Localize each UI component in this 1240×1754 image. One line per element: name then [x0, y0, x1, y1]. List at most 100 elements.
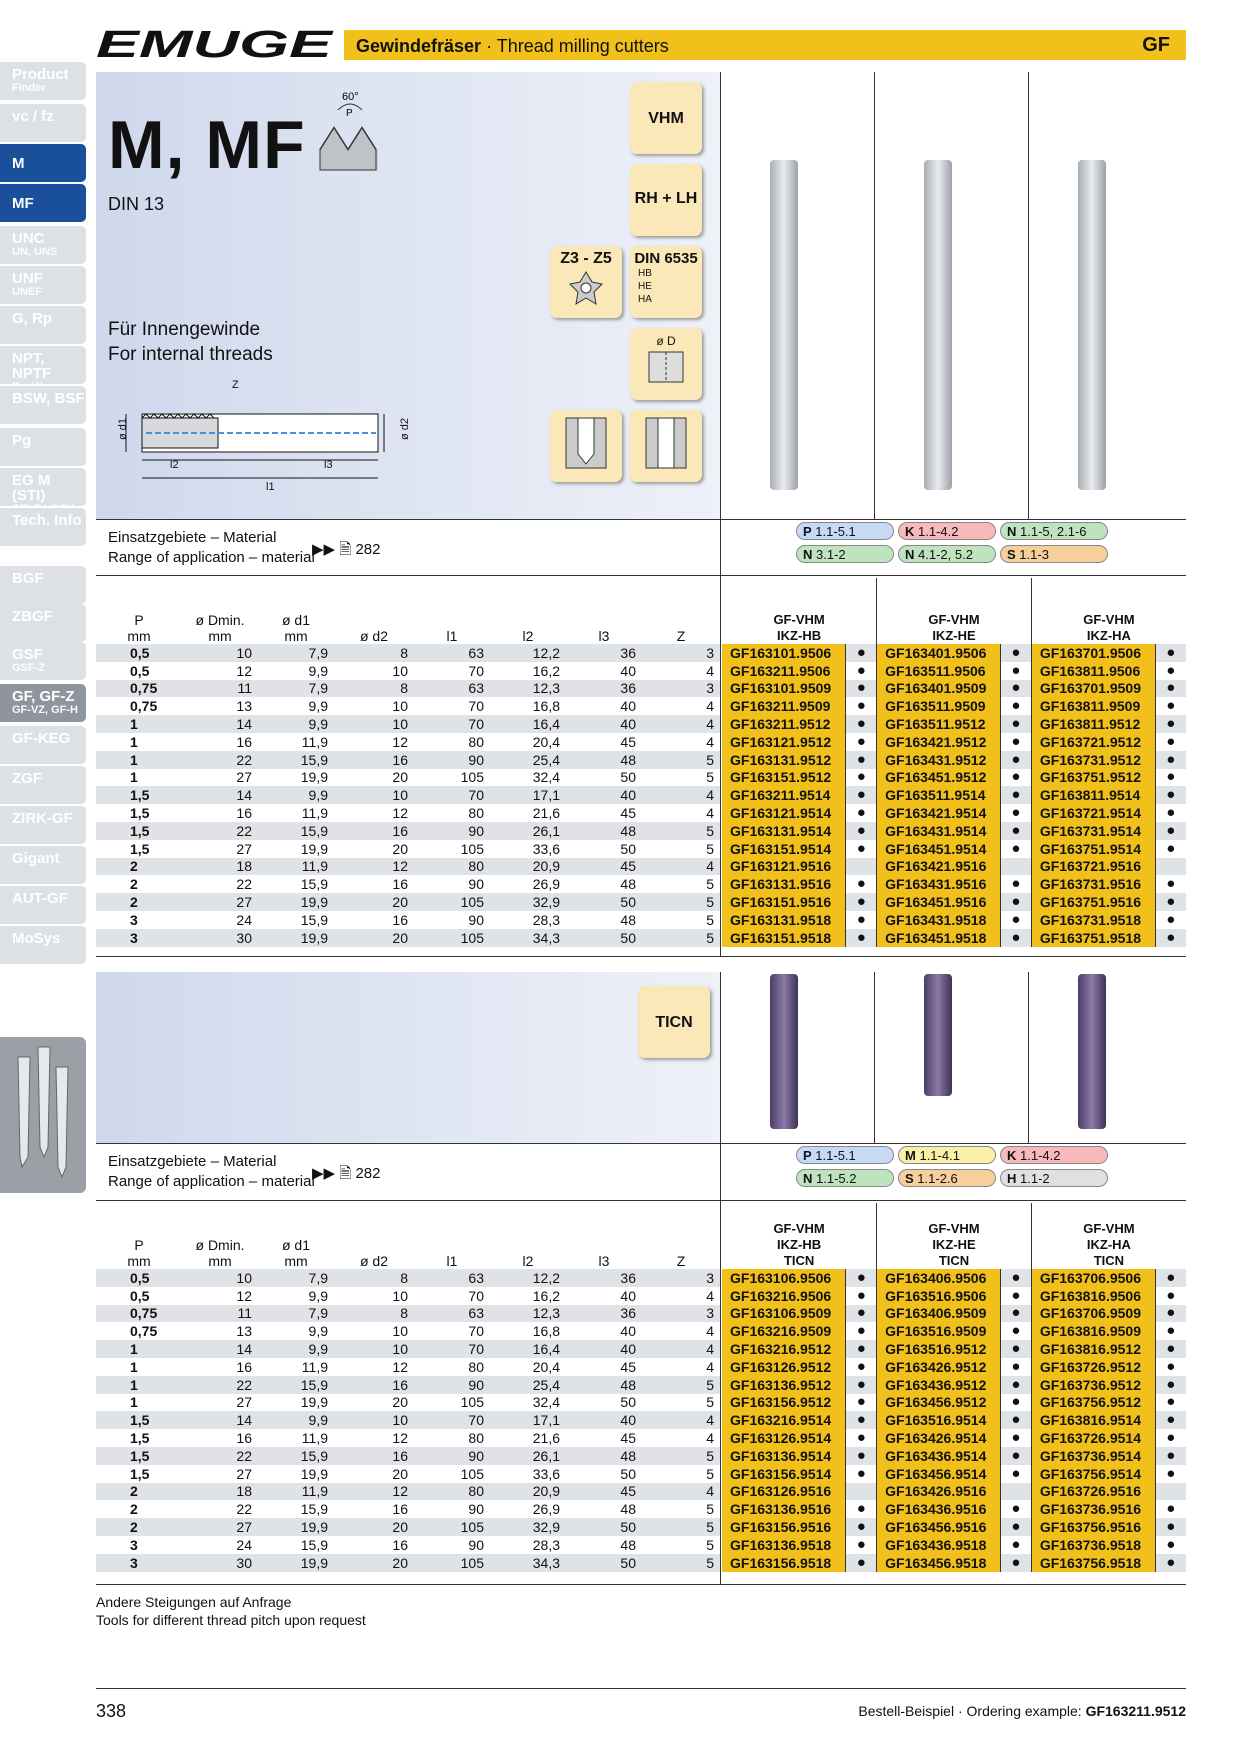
order-code-cell[interactable]: GF163456.9514 [876, 1464, 1002, 1483]
order-code-cell[interactable]: GF163456.9516 [876, 1518, 1002, 1536]
order-code-cell[interactable]: GF163421.9514 [876, 804, 1002, 822]
order-code-cell[interactable]: GF163406.9509 [876, 1304, 1002, 1323]
sidebar-item-16[interactable]: GF-KEG [0, 726, 86, 764]
order-code-cell[interactable]: GF163431.9514 [876, 821, 1002, 840]
order-code-cell[interactable]: GF163156.9518 [722, 1553, 847, 1572]
order-code-cell[interactable]: GF163816.9506 [1031, 1286, 1156, 1305]
sidebar-item-3[interactable]: MF [0, 184, 86, 222]
order-code-cell[interactable]: GF163136.9514 [722, 1446, 847, 1465]
order-code-cell[interactable]: GF163426.9512 [876, 1357, 1002, 1376]
order-code-cell[interactable]: GF163121.9514 [722, 804, 847, 822]
order-code-cell[interactable]: GF163126.9516 [722, 1482, 847, 1501]
sidebar-item-13[interactable]: ZBGF [0, 604, 86, 642]
sidebar-item-17[interactable]: ZGF [0, 766, 86, 804]
order-code-cell[interactable]: GF163131.9518 [722, 910, 847, 929]
order-code-cell[interactable]: GF163756.9514 [1031, 1464, 1156, 1483]
order-code-cell[interactable]: GF163756.9512 [1031, 1393, 1156, 1412]
order-code-cell[interactable]: GF163126.9512 [722, 1357, 847, 1376]
order-code-cell[interactable]: GF163756.9516 [1031, 1518, 1156, 1536]
order-code-cell[interactable]: GF163451.9518 [876, 928, 1002, 947]
order-code-cell[interactable]: GF163706.9506 [1031, 1269, 1156, 1287]
order-code-cell[interactable]: GF163736.9514 [1031, 1446, 1156, 1465]
sidebar-item-2[interactable]: M [0, 144, 86, 182]
order-code-cell[interactable]: GF163436.9518 [876, 1535, 1002, 1554]
order-code-cell[interactable]: GF163736.9518 [1031, 1535, 1156, 1554]
order-code-cell[interactable]: GF163701.9506 [1031, 644, 1156, 662]
order-code-cell[interactable]: GF163731.9516 [1031, 875, 1156, 894]
order-code-cell[interactable]: GF163401.9509 [876, 679, 1002, 698]
order-code-cell[interactable]: GF163811.9512 [1031, 715, 1156, 733]
order-code-cell[interactable]: GF163731.9512 [1031, 750, 1156, 769]
order-code-cell[interactable]: GF163421.9512 [876, 732, 1002, 751]
order-code-cell[interactable]: GF163751.9512 [1031, 768, 1156, 787]
order-code-cell[interactable]: GF163726.9514 [1031, 1429, 1156, 1447]
order-code-cell[interactable]: GF163721.9512 [1031, 732, 1156, 751]
order-code-cell[interactable]: GF163456.9512 [876, 1393, 1002, 1412]
order-code-cell[interactable]: GF163401.9506 [876, 644, 1002, 662]
order-code-cell[interactable]: GF163726.9516 [1031, 1482, 1156, 1501]
order-code-cell[interactable]: GF163426.9516 [876, 1482, 1002, 1501]
order-code-cell[interactable]: GF163131.9516 [722, 875, 847, 894]
sidebar-item-6[interactable]: G, Rp [0, 306, 86, 344]
order-code-cell[interactable]: GF163151.9518 [722, 928, 847, 947]
order-code-cell[interactable]: GF163511.9509 [876, 697, 1002, 716]
order-code-cell[interactable]: GF163731.9518 [1031, 910, 1156, 929]
order-code-cell[interactable]: GF163706.9509 [1031, 1304, 1156, 1323]
order-code-cell[interactable]: GF163101.9509 [722, 679, 847, 698]
order-code-cell[interactable]: GF163211.9506 [722, 661, 847, 680]
order-code-cell[interactable]: GF163816.9509 [1031, 1322, 1156, 1341]
order-code-cell[interactable]: GF163436.9512 [876, 1375, 1002, 1394]
order-code-cell[interactable]: GF163216.9512 [722, 1340, 847, 1358]
order-code-cell[interactable]: GF163121.9516 [722, 857, 847, 876]
order-code-cell[interactable]: GF163726.9512 [1031, 1357, 1156, 1376]
order-code-cell[interactable]: GF163131.9512 [722, 750, 847, 769]
order-code-cell[interactable]: GF163151.9512 [722, 768, 847, 787]
order-code-cell[interactable]: GF163156.9512 [722, 1393, 847, 1412]
sidebar-item-7[interactable]: NPT, NPTFRc, W [0, 346, 86, 393]
order-code-cell[interactable]: GF163156.9516 [722, 1518, 847, 1536]
sidebar-item-21[interactable]: MoSys [0, 926, 86, 964]
order-code-cell[interactable]: GF163751.9516 [1031, 893, 1156, 911]
order-code-cell[interactable]: GF163751.9518 [1031, 928, 1156, 947]
order-code-cell[interactable]: GF163431.9512 [876, 750, 1002, 769]
order-code-cell[interactable]: GF163131.9514 [722, 821, 847, 840]
order-code-cell[interactable]: GF163701.9509 [1031, 679, 1156, 698]
order-code-cell[interactable]: GF163516.9506 [876, 1286, 1002, 1305]
sidebar-item-11[interactable]: Tech. Info [0, 508, 86, 546]
order-code-cell[interactable]: GF163751.9514 [1031, 839, 1156, 858]
order-code-cell[interactable]: GF163136.9518 [722, 1535, 847, 1554]
order-code-cell[interactable]: GF163406.9506 [876, 1269, 1002, 1287]
order-code-cell[interactable]: GF163156.9514 [722, 1464, 847, 1483]
order-code-cell[interactable]: GF163721.9516 [1031, 857, 1156, 876]
order-code-cell[interactable]: GF163136.9512 [722, 1375, 847, 1394]
order-code-cell[interactable]: GF163511.9512 [876, 715, 1002, 733]
order-code-cell[interactable]: GF163216.9506 [722, 1286, 847, 1305]
order-code-cell[interactable]: GF163121.9512 [722, 732, 847, 751]
order-code-cell[interactable]: GF163436.9514 [876, 1446, 1002, 1465]
order-code-cell[interactable]: GF163106.9509 [722, 1304, 847, 1323]
order-code-cell[interactable]: GF163421.9516 [876, 857, 1002, 876]
sidebar-item-12[interactable]: BGF [0, 566, 86, 604]
order-code-cell[interactable]: GF163136.9516 [722, 1500, 847, 1519]
order-code-cell[interactable]: GF163431.9518 [876, 910, 1002, 929]
sidebar-item-20[interactable]: AUT-GF [0, 886, 86, 924]
order-code-cell[interactable]: GF163126.9514 [722, 1429, 847, 1447]
order-code-cell[interactable]: GF163436.9516 [876, 1500, 1002, 1519]
order-code-cell[interactable]: GF163431.9516 [876, 875, 1002, 894]
order-code-cell[interactable]: GF163811.9509 [1031, 697, 1156, 716]
sidebar-item-19[interactable]: Gigant [0, 846, 86, 884]
sidebar-item-10[interactable]: EG M (STI)SELF-LOCK [0, 468, 86, 515]
order-code-cell[interactable]: GF163106.9506 [722, 1269, 847, 1287]
order-code-cell[interactable]: GF163451.9512 [876, 768, 1002, 787]
order-code-cell[interactable]: GF163211.9512 [722, 715, 847, 733]
order-code-cell[interactable]: GF163736.9512 [1031, 1375, 1156, 1394]
order-code-cell[interactable]: GF163151.9514 [722, 839, 847, 858]
order-code-cell[interactable]: GF163451.9516 [876, 893, 1002, 911]
order-code-cell[interactable]: GF163736.9516 [1031, 1500, 1156, 1519]
order-code-cell[interactable]: GF163721.9514 [1031, 804, 1156, 822]
order-code-cell[interactable]: GF163101.9506 [722, 644, 847, 662]
